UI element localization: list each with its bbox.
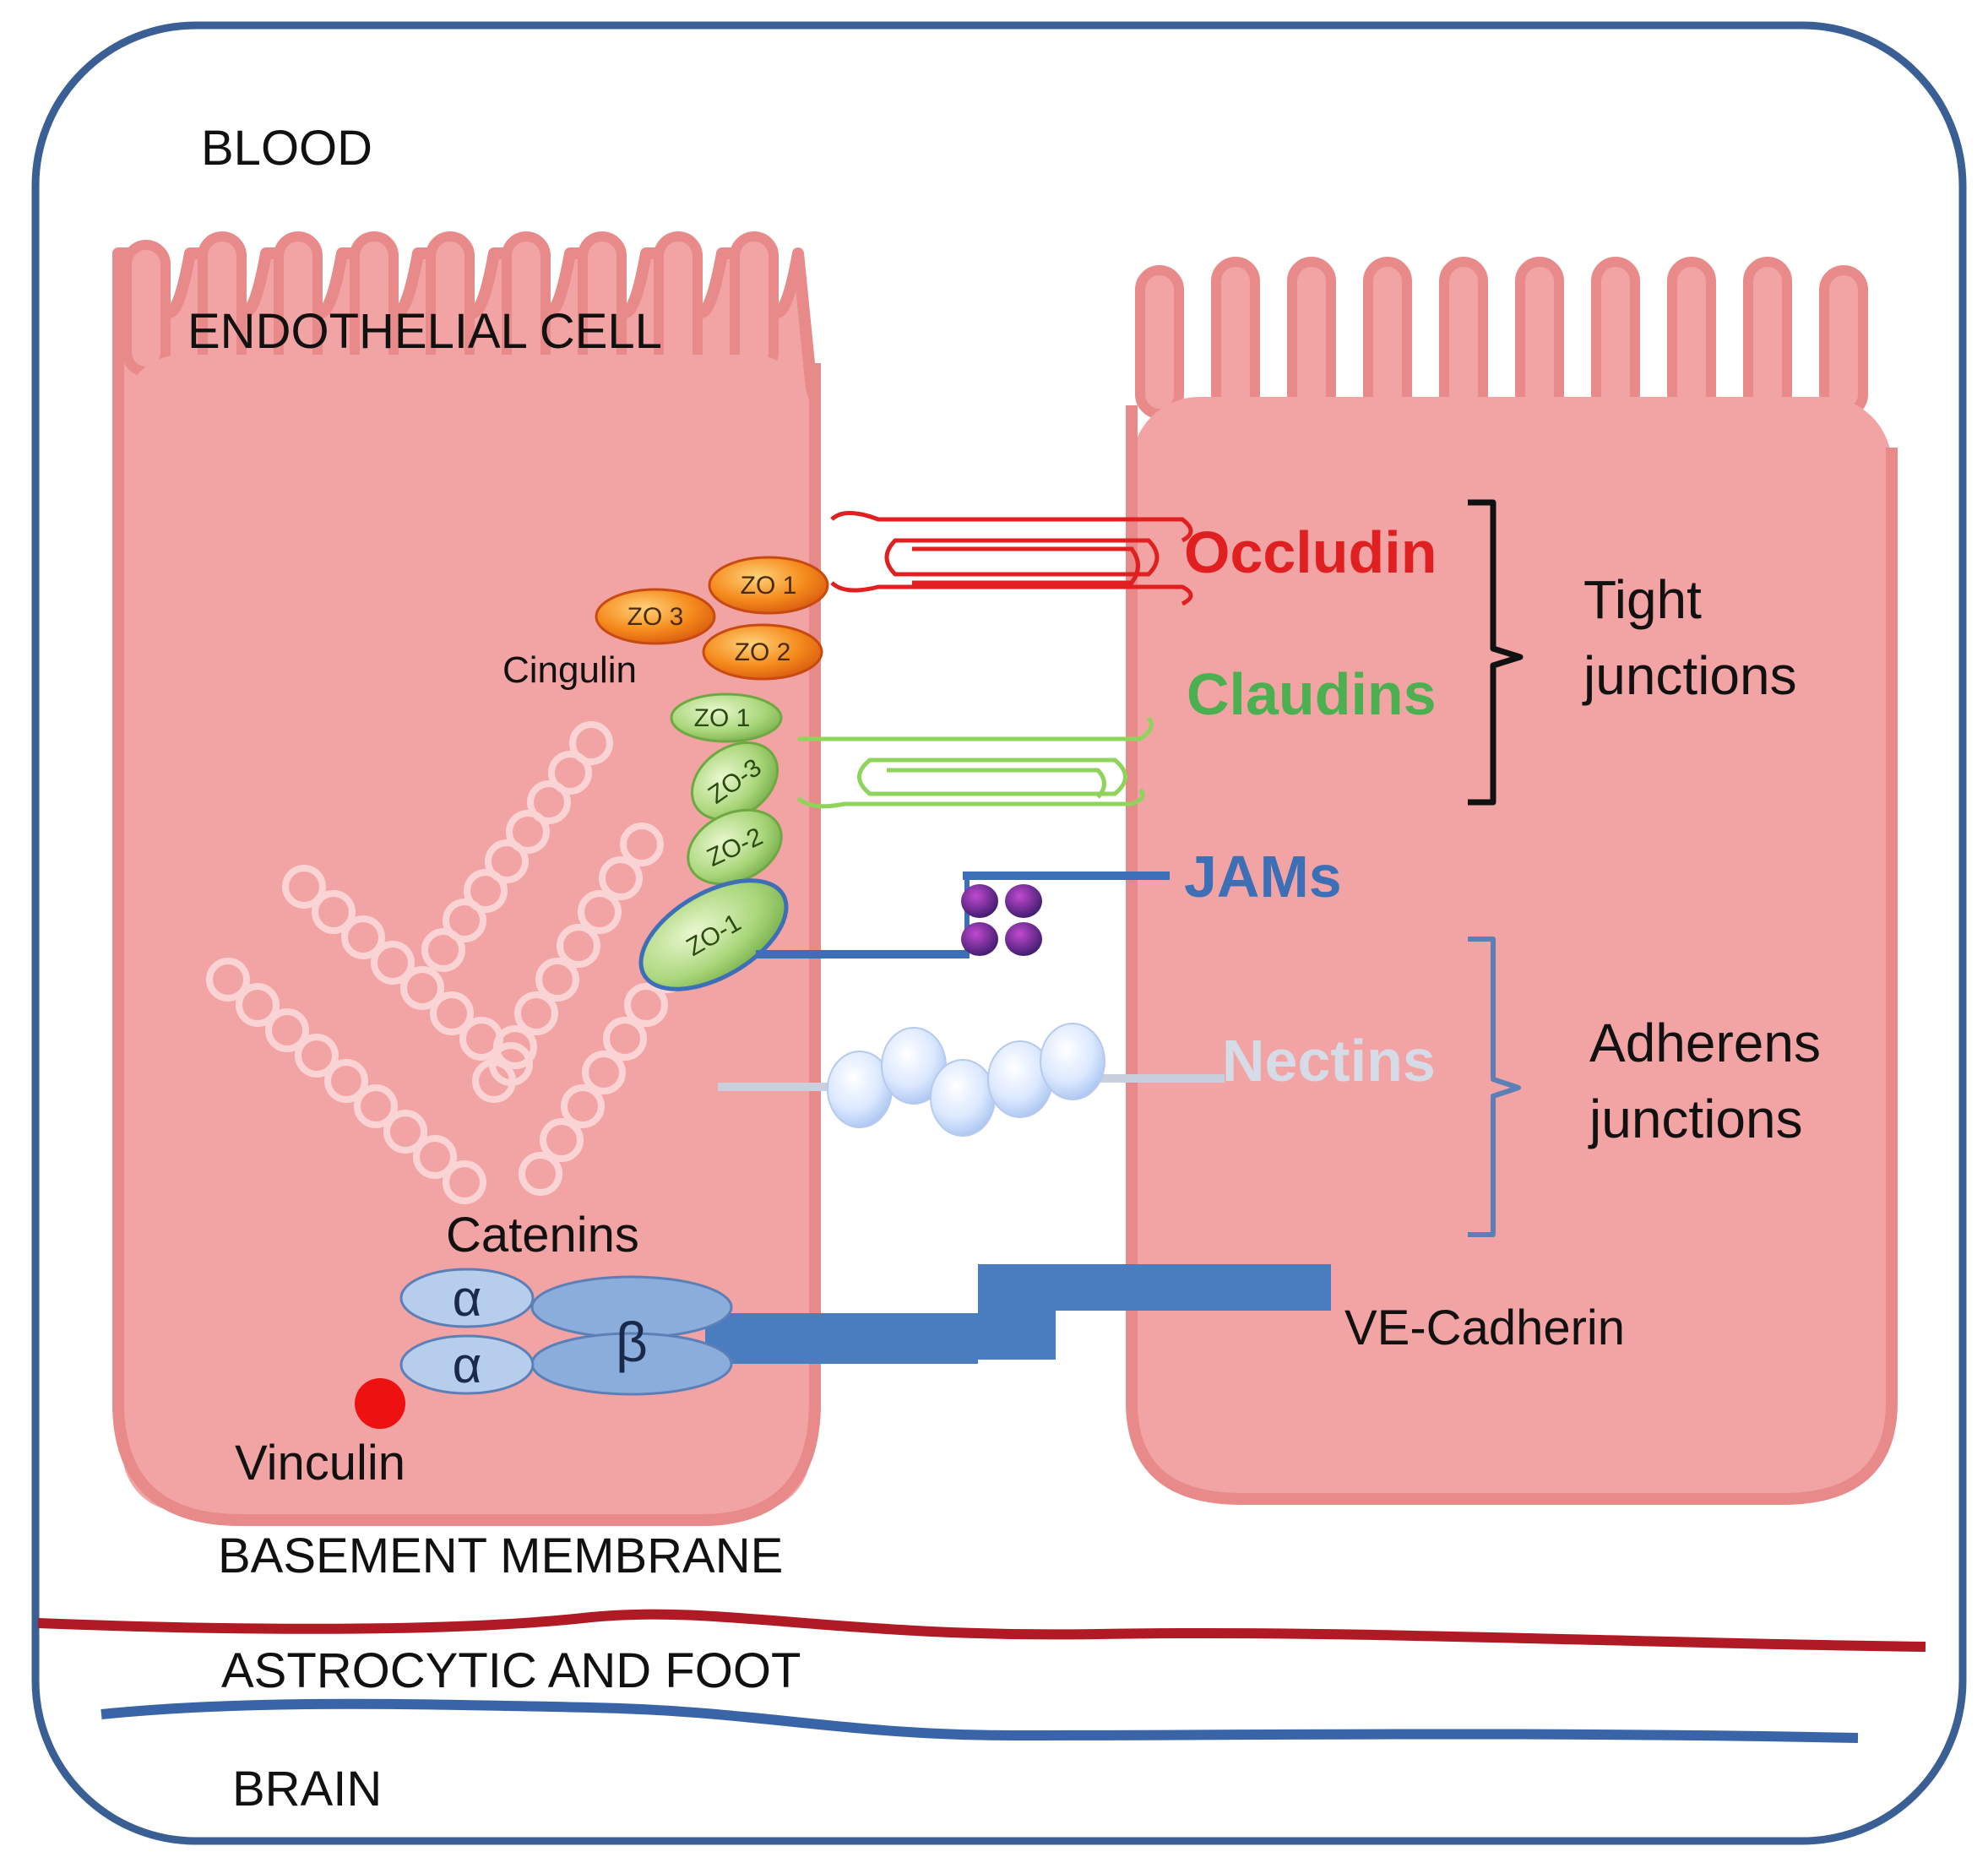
claudins-label: Claudins [1187,661,1437,727]
nectins-label: Nectins [1222,1028,1436,1094]
blood-label: BLOOD [201,121,372,176]
adherens-junctions-label-line2: junctions [1588,1089,1803,1149]
basement-membrane-label: BASEMENT MEMBRANE [218,1529,783,1583]
ve-cadherin-label: VE-Cadherin [1344,1301,1625,1355]
jams-label: JAMs [1184,844,1342,910]
tight-junctions-bracket [1468,499,1524,806]
astrocytic-label: ASTROCYTIC AND FOOT [221,1643,801,1698]
nectins-structure [718,1023,1225,1137]
zo1-lower-bottom-oval [638,878,789,991]
catenin-cadherin-complex: α α β [355,1264,1331,1429]
beta-label: β [616,1311,648,1373]
cingulin-label: Cingulin [502,649,637,691]
brain-label: BRAIN [232,1762,382,1816]
catenins-label: Catenins [446,1208,639,1263]
zo3-upper-oval [595,588,716,645]
zo1-lower-top-label: ZO 1 [694,704,751,732]
alpha-catenin-top [399,1268,535,1328]
zo3-upper-label: ZO 3 [627,603,684,631]
cytoskeleton-filaments [206,721,689,1204]
zo-complex-lower: ZO 1 ZO-3 ZO-2 ZO-1 [638,692,789,991]
zo2-lower-oval [687,808,783,886]
zo1-lower-top-oval [670,692,783,743]
occludin-strands [830,511,1193,606]
zo-complex-upper: ZO 1 ZO 2 ZO 3 [595,556,829,681]
endothelial-cell-label: ENDOTHELIAL CELL [187,304,662,359]
occludin-label: Occludin [1184,519,1437,585]
claudin-strands [796,716,1154,809]
adherens-junctions-bracket [1468,937,1521,1237]
zo3-lower-oval [690,741,779,821]
zo2-upper-label: ZO 2 [735,638,791,666]
astrocytic-line [100,1698,1859,1743]
alpha-label-bottom: α [453,1337,482,1393]
right-endothelial-cell [1126,257,1898,1505]
zo1-upper-oval [708,556,829,615]
jams-structure [756,872,1170,958]
tight-junctions-label-line1: Tight [1583,569,1702,630]
vinculin-label: Vinculin [235,1436,405,1491]
zo1-upper-label: ZO 1 [741,572,797,600]
vinculin-dot [355,1378,405,1429]
alpha-label-top: α [453,1270,482,1327]
tight-junctions-label-line2: junctions [1582,645,1797,706]
basement-membrane-line [37,1609,1926,1652]
alpha-catenin-bottom [399,1334,535,1395]
adherens-junctions-label-line1: Adherens [1589,1013,1821,1073]
zo2-upper-oval [702,623,823,681]
